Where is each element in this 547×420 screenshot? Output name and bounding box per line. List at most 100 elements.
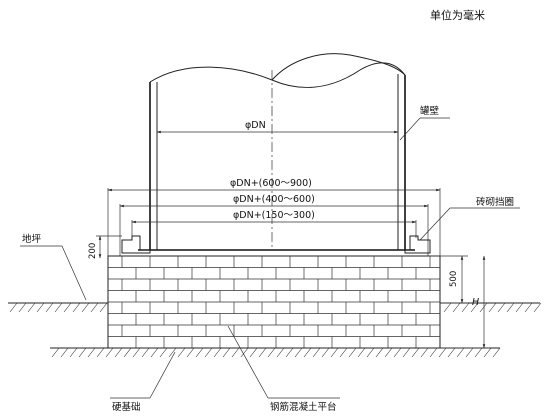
hatch-stroke	[63, 302, 72, 313]
hatch-stroke	[159, 347, 168, 358]
hatch-stroke	[285, 347, 294, 358]
hatch-stroke	[78, 347, 87, 358]
hatch-stroke	[497, 302, 506, 313]
hatch-stroke	[348, 347, 357, 358]
hatch-stroke	[168, 347, 177, 358]
hatch-stroke	[312, 347, 321, 358]
hatch-stroke	[54, 302, 63, 313]
svg-text:地坪: 地坪	[22, 233, 42, 245]
hatch-stroke	[384, 347, 393, 358]
hatch-stroke	[186, 347, 195, 358]
hatch-stroke	[276, 347, 285, 358]
dim-dn-400-600-label: φDN+(400～600)	[233, 194, 315, 205]
rc-platform	[107, 255, 441, 349]
hatch-stroke	[420, 347, 429, 358]
unit-note: 单位为毫米	[430, 8, 485, 22]
hatch-stroke	[456, 347, 465, 358]
hatch-stroke	[375, 347, 384, 358]
svg-text:罐壁: 罐壁	[420, 105, 440, 117]
svg-text:硬基础: 硬基础	[112, 401, 141, 413]
hatch-stroke	[366, 347, 375, 358]
tank-shell	[138, 53, 415, 251]
hatch-stroke	[90, 302, 99, 313]
hatch-stroke	[429, 347, 438, 358]
hatch-stroke	[330, 347, 339, 358]
ground-line	[8, 302, 542, 313]
hatch-stroke	[132, 347, 141, 358]
dim-dn-600-900: φDN+(600～900)	[107, 178, 441, 256]
hatch-stroke	[105, 347, 114, 358]
hatch-stroke	[258, 347, 267, 358]
hatch-stroke	[452, 302, 461, 313]
dim-platform-height: 500	[430, 255, 468, 304]
hatch-stroke	[393, 347, 402, 358]
hatch-stroke	[123, 347, 132, 358]
label-hard-foundation: 硬基础	[110, 351, 176, 413]
hatch-stroke	[447, 347, 456, 358]
dim-h-label: H	[472, 297, 479, 308]
hatch-stroke	[321, 347, 330, 358]
svg-text:钢筋混凝土平台: 钢筋混凝土平台	[270, 401, 337, 413]
hatch-stroke	[60, 347, 69, 358]
hatch-stroke	[474, 347, 483, 358]
hatch-stroke	[204, 347, 213, 358]
hatch-stroke	[506, 302, 515, 313]
brick-ring-left	[121, 235, 151, 254]
hatch-stroke	[18, 302, 27, 313]
dim-ring-height-label: 200	[88, 243, 98, 259]
hatch-stroke	[195, 347, 204, 358]
hatch-stroke	[81, 302, 90, 313]
hatch-stroke	[524, 302, 533, 313]
hatch-stroke	[231, 347, 240, 358]
hatch-stroke	[443, 302, 452, 313]
hatch-stroke	[141, 347, 150, 358]
dim-platform-height-label: 500	[449, 271, 459, 287]
label-rc-platform: 钢筋混凝土平台	[227, 325, 340, 413]
hatch-stroke	[87, 347, 96, 358]
brick-ring-right	[404, 235, 431, 254]
hatch-stroke	[51, 347, 60, 358]
dim-ring-height: 200	[88, 235, 122, 259]
hatch-stroke	[114, 347, 123, 358]
hatch-stroke	[96, 347, 105, 358]
hatch-stroke	[533, 302, 542, 313]
hatch-stroke	[222, 347, 231, 358]
hatch-stroke	[461, 302, 470, 313]
hatch-stroke	[150, 347, 159, 358]
hatch-stroke	[470, 302, 479, 313]
hatch-stroke	[72, 302, 81, 313]
hatch-stroke	[402, 347, 411, 358]
hatch-stroke	[488, 302, 497, 313]
hatch-stroke	[177, 347, 186, 358]
dim-h: H	[440, 255, 490, 349]
hatch-stroke	[27, 302, 36, 313]
hatch-stroke	[465, 347, 474, 358]
hatch-stroke	[483, 347, 492, 358]
dim-dn-150-300-label: φDN+(150～300)	[233, 210, 315, 221]
hatch-stroke	[357, 347, 366, 358]
hatch-stroke	[99, 302, 108, 313]
hatch-stroke	[240, 347, 249, 358]
hatch-stroke	[45, 302, 54, 313]
dim-dn: φDN	[156, 120, 399, 134]
hatch-stroke	[492, 347, 501, 358]
hatch-stroke	[36, 302, 45, 313]
hatch-stroke	[411, 347, 420, 358]
hatch-stroke	[213, 347, 222, 358]
svg-text:砖砌挡圈: 砖砌挡圈	[476, 196, 514, 208]
hatch-stroke	[438, 347, 447, 358]
dim-dn-600-900-label: φDN+(600～900)	[230, 178, 312, 189]
dim-dn-label: φDN	[245, 120, 266, 131]
hatch-stroke	[249, 347, 258, 358]
hatch-stroke	[267, 347, 276, 358]
label-tank-wall: 罐壁	[399, 105, 450, 141]
hard-foundation	[50, 347, 501, 358]
dim-dn-400-600: φDN+(400～600)	[119, 194, 429, 256]
label-brick-ring: 砖砌挡圈	[419, 196, 520, 241]
hatch-stroke	[9, 302, 18, 313]
hatch-stroke	[303, 347, 312, 358]
hatch-stroke	[479, 302, 488, 313]
hatch-stroke	[339, 347, 348, 358]
hatch-stroke	[515, 302, 524, 313]
